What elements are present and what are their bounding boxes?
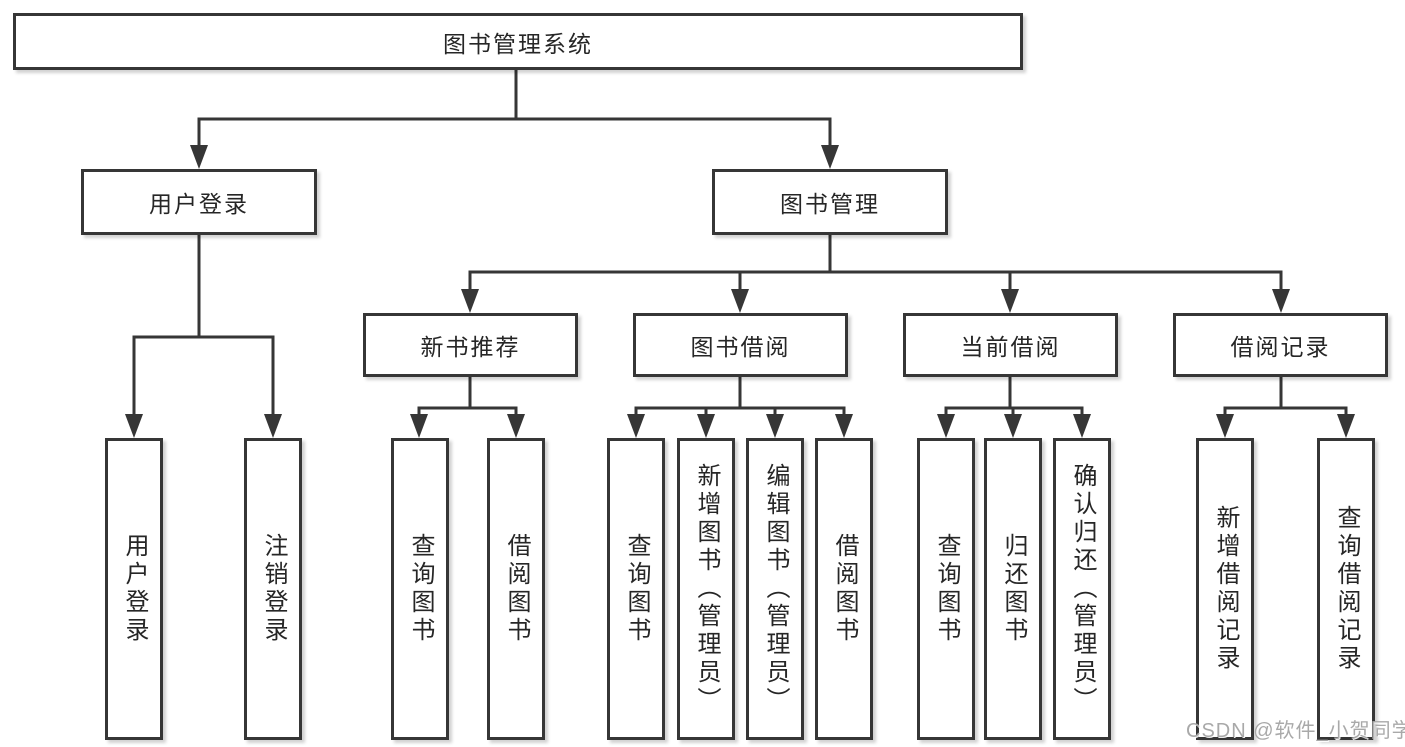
leaf-query-borrow-record: 查询借阅记录 (1317, 438, 1375, 740)
leaf-confirm-return-admin: 确认归还（管理员） (1053, 438, 1111, 740)
leaf-add-borrow-record: 新增借阅记录 (1196, 438, 1254, 740)
leaf-query-books-borrowing: 查询图书 (607, 438, 665, 740)
leaf-logout: 注销登录 (244, 438, 302, 740)
node-library-management-system: 图书管理系统 (13, 13, 1023, 70)
leaf-borrow-books-borrowing: 借阅图书 (815, 438, 873, 740)
leaf-user-login: 用户登录 (105, 438, 163, 740)
node-user-login: 用户登录 (81, 169, 317, 235)
leaf-add-books-admin: 新增图书（管理员） (677, 438, 735, 740)
node-current-borrowing: 当前借阅 (903, 313, 1118, 377)
leaf-return-books: 归还图书 (984, 438, 1042, 740)
node-new-book-recommend: 新书推荐 (363, 313, 578, 377)
csdn-watermark: CSDN @软件_小贺同学 (1186, 720, 1405, 742)
node-borrow-records: 借阅记录 (1173, 313, 1388, 377)
leaf-borrow-books-recommend: 借阅图书 (487, 438, 545, 740)
leaf-edit-books-admin: 编辑图书（管理员） (746, 438, 804, 740)
leaf-query-books-recommend: 查询图书 (391, 438, 449, 740)
node-book-management: 图书管理 (712, 169, 948, 235)
arrowheads (125, 145, 1355, 438)
node-book-borrowing: 图书借阅 (633, 313, 848, 377)
leaf-query-books-current: 查询图书 (917, 438, 975, 740)
